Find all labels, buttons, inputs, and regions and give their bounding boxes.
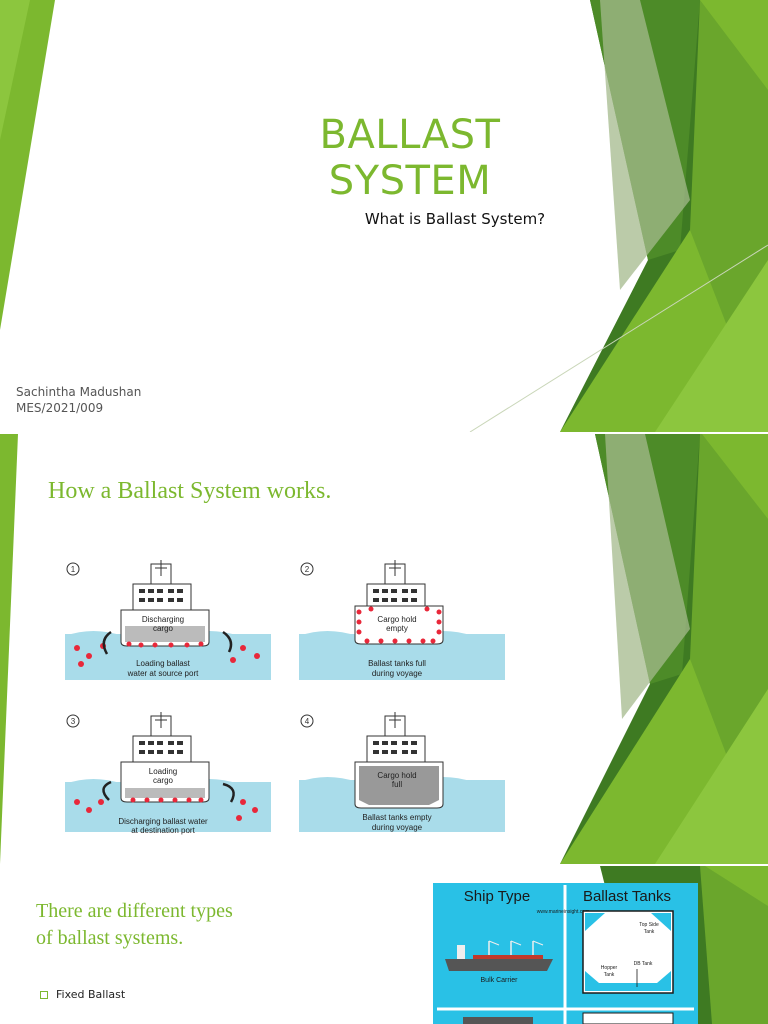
ship-label: Bulk Carrier (481, 977, 519, 984)
ballast-panel-2: 2 Cargo hold empty Ballast tanks full du… (297, 556, 507, 686)
panel-caption-2: at destination port (131, 826, 195, 835)
green-decoration-right-2 (560, 434, 768, 864)
bullet-fixed-ballast: Fixed Ballast (40, 988, 125, 1001)
step-number: 3 (71, 717, 76, 726)
how-it-works-title: How a Ballast System works. (48, 478, 332, 504)
ship-type-figure: Ship Type Ballast Tanks www.marineinsigh… (433, 883, 698, 1024)
ballast-panel-1: 1 Discharging cargo Loading ballast wate… (63, 556, 273, 686)
title-slide: BALLAST SYSTEM What is Ballast System? S… (0, 0, 768, 432)
types-title-line-1: There are different types (36, 900, 233, 922)
ballast-tanks-header: Ballast Tanks (583, 888, 671, 905)
ship-type-header: Ship Type (464, 888, 530, 905)
ballast-panel-3: 3 Loading cargo Discharging ballast wate… (63, 708, 273, 838)
square-bullet-icon (40, 991, 48, 999)
author-block: Sachintha Madushan MES/2021/009 (16, 384, 141, 416)
tank-label-top-2: Tank (644, 929, 655, 935)
flow-arrow (102, 630, 112, 655)
hold-label-2: cargo (153, 776, 174, 785)
step-number: 4 (305, 717, 310, 726)
green-decoration-right (469, 0, 768, 432)
panel-caption-2: water at source port (127, 669, 199, 678)
step-number-circle (66, 562, 80, 576)
slide-title: BALLAST SYSTEM (319, 112, 501, 204)
hold-label-2: empty (386, 624, 408, 633)
author-id: MES/2021/009 (16, 401, 104, 415)
tank-label-db: DB Tank (634, 961, 653, 967)
hold-label: Cargo hold (377, 771, 416, 780)
hold-label: Cargo hold (377, 615, 416, 624)
tank-label-top: Top Side (639, 922, 659, 928)
tank-cross-section (582, 910, 674, 994)
hold-label: Discharging (142, 615, 184, 624)
author-name: Sachintha Madushan (16, 385, 142, 399)
tank-label-hopper-2: Tank (604, 972, 615, 978)
bullet-text: Fixed Ballast (56, 988, 126, 1001)
slide-subtitle: What is Ballast System? (364, 210, 546, 228)
full-cargo (359, 766, 439, 805)
panel-caption-2: during voyage (372, 669, 423, 678)
ballast-water-dots (356, 606, 442, 644)
ship-superstructure (132, 560, 192, 611)
hold-label: Loading (149, 767, 177, 776)
hold-label-2: cargo (153, 624, 174, 633)
types-title-line-2: of ballast systems. (36, 927, 184, 949)
bulk-carrier-icon (445, 940, 553, 971)
ship-hull (354, 605, 444, 645)
hold-label-2: full (392, 780, 402, 789)
panel-caption: Discharging ballast water (118, 817, 208, 826)
panel-caption: Ballast tanks empty (362, 813, 431, 822)
tank-label-hopper: Hopper (601, 965, 618, 971)
step-number: 1 (71, 565, 76, 574)
green-decoration-left-2 (0, 434, 18, 864)
ballast-water-dots (74, 797, 258, 821)
panel-caption-2: during voyage (372, 823, 423, 832)
step-number: 2 (305, 565, 310, 574)
panel-caption: Ballast tanks full (368, 659, 426, 668)
types-title: There are different types of ballast sys… (36, 898, 296, 952)
ballast-panel-4: 4 Cargo hold full Ballast tanks empty du… (297, 708, 507, 838)
green-decoration-left (0, 0, 55, 330)
figure-source: www.marineinsight.com (537, 909, 590, 915)
flow-arrow (102, 780, 112, 801)
panel-caption: Loading ballast (136, 659, 191, 668)
